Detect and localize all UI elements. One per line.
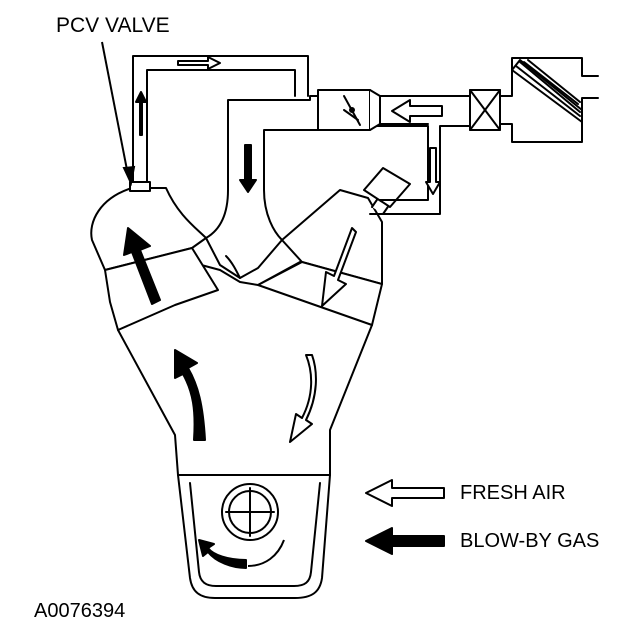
flow-arrows (123, 56, 443, 569)
figure-code: A0076394 (34, 600, 126, 622)
fresh-air-arrow-crankcase (289, 354, 317, 443)
right-cylinder-block (257, 261, 383, 326)
fresh-air-arrow-duct (391, 99, 443, 123)
pcv-valve (129, 181, 151, 192)
crankshaft-icon (221, 483, 279, 541)
legend-blowby-arrow (365, 527, 445, 555)
blowby-arrow-left-bank (123, 227, 161, 305)
legend-blowby-label: BLOW-BY GAS (460, 530, 600, 552)
blowby-arrow-manifold-down (239, 144, 257, 193)
blowby-arrow-crankshaft (198, 539, 247, 569)
pcv-hose (132, 55, 309, 183)
oil-pan-inner (189, 482, 321, 587)
air-cleaner-element (469, 89, 501, 131)
pcv-valve-leader (101, 41, 136, 187)
crankshaft-rotation-arc (247, 539, 285, 567)
fresh-air-arrow-hose-top (177, 56, 221, 70)
left-cylinder-block (104, 247, 219, 331)
air-cleaner-box (499, 57, 599, 143)
throttle-body (317, 89, 381, 131)
air-intake-duct (379, 95, 471, 125)
pcv-valve-label: PCV VALVE (56, 14, 170, 37)
blowby-arrow-crankcase (174, 349, 206, 441)
legend-fresh-air-label: FRESH AIR (460, 482, 566, 504)
blowby-arrow-hose-up (135, 91, 147, 136)
legend-fresh-air-arrow (365, 479, 445, 507)
oil-filler-cap (363, 167, 411, 215)
breather-hose (369, 125, 471, 215)
fresh-air-arrow-breather (425, 147, 441, 195)
intake-manifold (205, 95, 319, 279)
intake-runner-divider (225, 255, 241, 279)
legend (365, 479, 445, 555)
fresh-air-arrow-right-bank (321, 227, 357, 307)
